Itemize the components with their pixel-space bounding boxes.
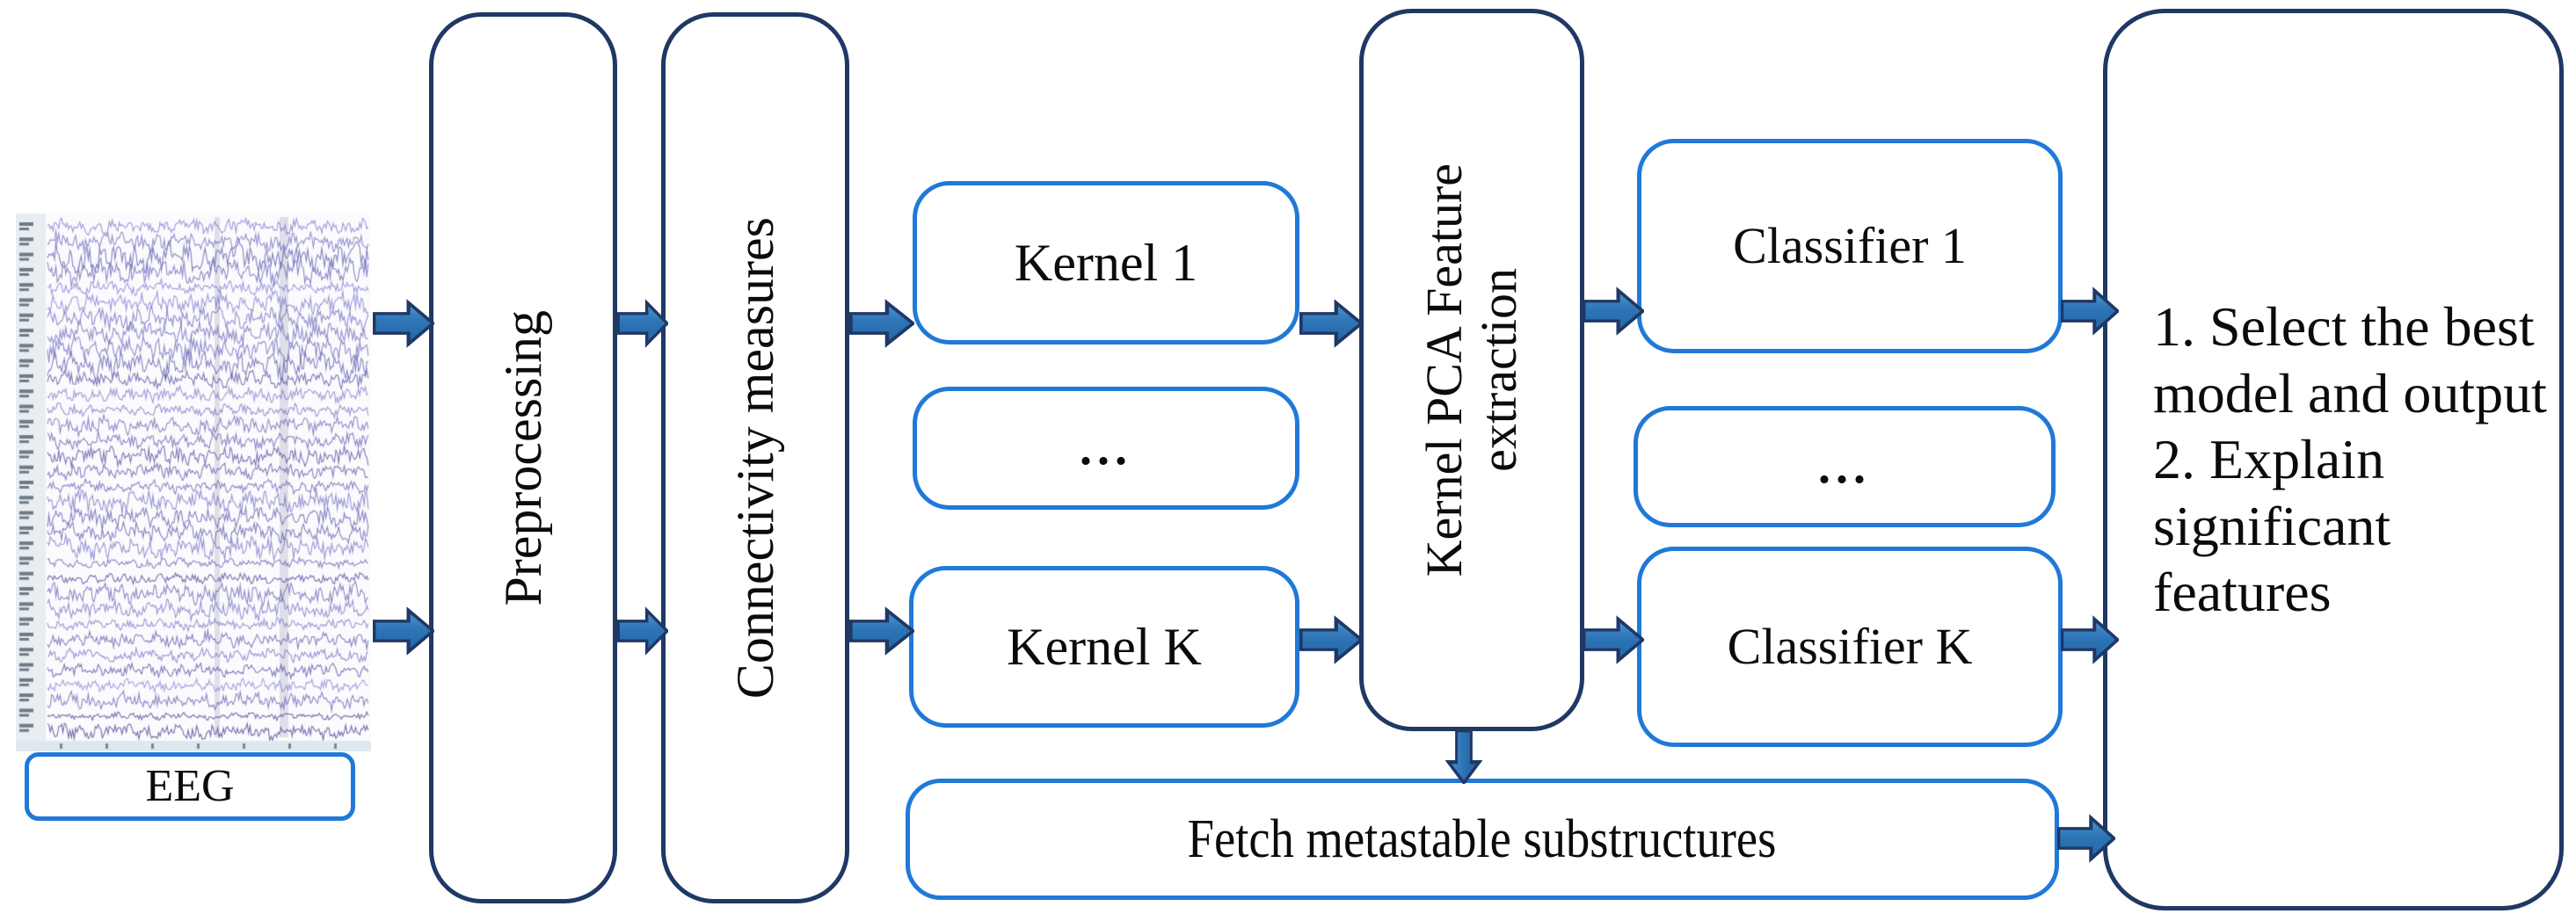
- kpca-label-line2: extraction: [1470, 268, 1527, 472]
- arrow-kpca-to-classifier1: [1583, 290, 1642, 331]
- kernel-1-label: Kernel 1: [1014, 234, 1198, 292]
- classifier-k-box[interactable]: Classifier K: [1637, 547, 2063, 747]
- eeg-label-box: EEG: [25, 752, 355, 821]
- stage-connectivity-measures[interactable]: Connectivity measures: [661, 12, 849, 903]
- arrow-kernelk-to-kpca: [1300, 619, 1361, 660]
- preprocessing-label: Preprocessing: [494, 309, 552, 606]
- arrow-kpca-to-fetch: [1448, 730, 1479, 783]
- output-text: 1. Select the best model and output 2. E…: [2153, 295, 2547, 624]
- fetch-metastable-label: Fetch metastable substructures: [1188, 809, 1777, 869]
- eeg-waveform-canvas: [16, 214, 371, 751]
- stage-kernel-pca-feature-extraction[interactable]: Kernel PCA Feature extraction: [1359, 9, 1584, 731]
- arrow-preprocessing-to-connectivity-bottom: [617, 608, 668, 654]
- connectivity-label: Connectivity measures: [726, 216, 784, 700]
- classifier-ellipsis-box[interactable]: ...: [1634, 406, 2056, 527]
- arrow-preprocessing-to-connectivity-top: [617, 301, 668, 346]
- arrow-eeg-to-preprocessing-bottom: [374, 610, 433, 651]
- classifier-1-label: Classifier 1: [1733, 217, 1967, 274]
- kernel-ellipsis-box[interactable]: ...: [913, 387, 1299, 510]
- kernel-k-box[interactable]: Kernel K: [909, 566, 1299, 728]
- arrow-kernel1-to-kpca: [1300, 302, 1361, 344]
- classifier-1-box[interactable]: Classifier 1: [1637, 139, 2063, 353]
- arrow-connectivity-to-kernelk: [850, 610, 913, 651]
- eeg-label-text: EEG: [145, 761, 235, 811]
- classifier-ellipsis-label: ...: [1818, 439, 1871, 494]
- output-box[interactable]: 1. Select the best model and output 2. E…: [2103, 9, 2564, 910]
- arrow-connectivity-to-kernel1: [850, 302, 913, 344]
- kernel-1-box[interactable]: Kernel 1: [913, 181, 1299, 344]
- classifier-k-label: Classifier K: [1727, 618, 1973, 675]
- kpca-label-line1: Kernel PCA Feature: [1415, 163, 1473, 577]
- fetch-metastable-substructures-box[interactable]: Fetch metastable substructures: [906, 779, 2059, 900]
- eeg-waveform-image: [16, 214, 371, 751]
- arrow-eeg-to-preprocessing-top: [374, 302, 433, 344]
- arrow-kpca-to-classifierk: [1583, 619, 1642, 660]
- stage-preprocessing[interactable]: Preprocessing: [429, 12, 617, 903]
- kernel-ellipsis-label: ...: [1080, 421, 1132, 475]
- kernel-k-label: Kernel K: [1007, 618, 1202, 676]
